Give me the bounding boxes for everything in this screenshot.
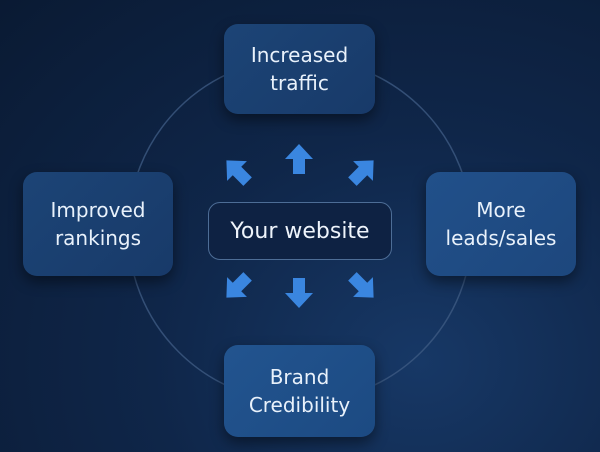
arrow-up-icon	[285, 144, 313, 174]
node-increased-traffic: Increased traffic	[224, 24, 375, 114]
node-label: More leads/sales	[445, 198, 557, 250]
center-label: Your website	[230, 218, 370, 244]
arrow-up-left-icon	[226, 160, 252, 186]
arrow-down-icon	[285, 278, 313, 308]
arrow-down-right-icon	[348, 272, 374, 298]
arrow-up-right-icon	[348, 160, 374, 186]
arrow-down-left-icon	[226, 272, 252, 298]
center-node-your-website: Your website	[208, 202, 392, 260]
node-label: Increased traffic	[250, 43, 349, 95]
node-label: Brand Credibility	[248, 365, 351, 417]
node-label: Improved rankings	[50, 198, 146, 250]
node-improved-rankings: Improved rankings	[23, 172, 173, 276]
node-more-leads-sales: More leads/sales	[426, 172, 576, 276]
node-brand-credibility: Brand Credibility	[224, 345, 375, 437]
